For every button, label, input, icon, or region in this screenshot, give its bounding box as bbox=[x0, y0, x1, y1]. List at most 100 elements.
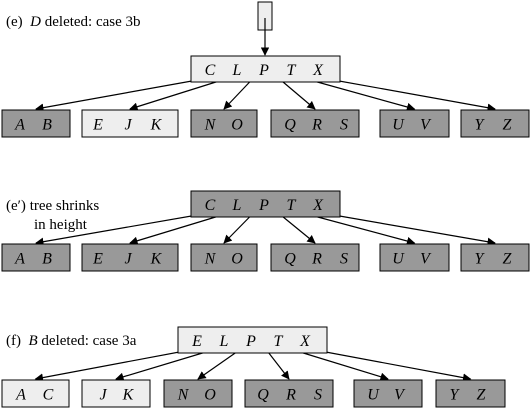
node-key: V bbox=[420, 117, 432, 134]
node-key: N bbox=[177, 387, 190, 404]
node-key: R bbox=[285, 387, 296, 404]
node-key: S bbox=[340, 251, 348, 268]
node-key: Q bbox=[284, 117, 296, 134]
node-key: O bbox=[231, 251, 243, 268]
caption-tag: (e′) bbox=[6, 198, 26, 214]
leaf-node-box bbox=[244, 379, 334, 408]
node-key: X bbox=[312, 197, 324, 214]
node-key: C bbox=[205, 197, 216, 214]
leaf-node-box bbox=[190, 243, 258, 272]
tree-edge bbox=[129, 213, 226, 245]
leaf-node-box bbox=[435, 379, 506, 408]
node-key: Y bbox=[475, 251, 486, 268]
node-key: Y bbox=[475, 117, 486, 134]
leaf-node-box bbox=[190, 109, 258, 138]
leaf-node-box bbox=[460, 109, 530, 138]
tree-edge bbox=[223, 213, 253, 244]
node-key: L bbox=[232, 197, 242, 214]
caption-tag: (f) bbox=[6, 333, 21, 349]
leaf-node-box bbox=[1, 379, 70, 408]
node-key: R bbox=[311, 117, 322, 134]
caption-tag: (e) bbox=[6, 14, 23, 30]
node-key: P bbox=[258, 197, 269, 214]
leaf-node-box bbox=[270, 109, 360, 138]
tree-edge bbox=[306, 213, 416, 246]
tree-edge bbox=[314, 349, 472, 382]
tree-edge bbox=[197, 349, 240, 380]
node-key: K bbox=[150, 251, 163, 268]
leaf-node-box bbox=[353, 379, 423, 408]
leaf-node-box bbox=[1, 243, 71, 272]
tree-edge bbox=[293, 349, 389, 381]
leaf-node-box bbox=[81, 379, 151, 408]
tree-edge bbox=[279, 213, 316, 244]
node-key: E bbox=[92, 117, 103, 134]
node-key: O bbox=[204, 387, 216, 404]
node-key: Y bbox=[450, 387, 461, 404]
node-key: E bbox=[92, 251, 103, 268]
panel-caption-line2: in height bbox=[34, 217, 88, 233]
node-key: J bbox=[99, 387, 107, 404]
node-key: V bbox=[420, 251, 432, 268]
caption-key: B bbox=[29, 333, 38, 349]
node-key: B bbox=[42, 251, 52, 268]
caption-space bbox=[21, 333, 29, 349]
node-key: J bbox=[124, 117, 132, 134]
node-key: A bbox=[15, 387, 26, 404]
node-key: N bbox=[204, 251, 217, 268]
tree-edge bbox=[327, 78, 496, 112]
node-key: Z bbox=[477, 387, 487, 404]
node-key: K bbox=[122, 387, 135, 404]
panel-caption: (e′) tree shrinks bbox=[6, 198, 99, 214]
node-key: Q bbox=[284, 251, 296, 268]
node-key: O bbox=[231, 117, 243, 134]
tree-edge bbox=[306, 78, 416, 112]
root-node-box bbox=[190, 55, 341, 83]
node-key: U bbox=[392, 251, 405, 268]
caption-space bbox=[23, 14, 31, 30]
tree-edge bbox=[35, 78, 204, 112]
node-key: S bbox=[314, 387, 322, 404]
node-key: V bbox=[394, 387, 406, 404]
node-key: P bbox=[245, 333, 256, 350]
node-key: Q bbox=[257, 387, 269, 404]
node-key: B bbox=[42, 117, 52, 134]
node-key: R bbox=[311, 251, 322, 268]
tree-edge bbox=[223, 78, 253, 110]
node-key: Z bbox=[503, 251, 513, 268]
caption-text: tree shrinks bbox=[26, 198, 99, 214]
node-key: L bbox=[232, 62, 242, 79]
node-key: A bbox=[14, 117, 25, 134]
node-key: N bbox=[204, 117, 217, 134]
node-key: J bbox=[124, 251, 132, 268]
tree-edge bbox=[266, 349, 290, 380]
node-key: T bbox=[274, 333, 284, 350]
root-node-box bbox=[177, 326, 328, 354]
leaf-node-box bbox=[81, 109, 179, 138]
leaf-node-box bbox=[1, 109, 71, 138]
leaf-node-box bbox=[379, 109, 450, 138]
node-key: T bbox=[287, 62, 297, 79]
tree-edge bbox=[129, 78, 226, 111]
tree-edge bbox=[35, 213, 204, 246]
caption-key: D bbox=[29, 14, 41, 30]
leaf-node-box bbox=[379, 243, 450, 272]
node-key: U bbox=[367, 387, 380, 404]
leaf-node-box bbox=[81, 243, 179, 272]
